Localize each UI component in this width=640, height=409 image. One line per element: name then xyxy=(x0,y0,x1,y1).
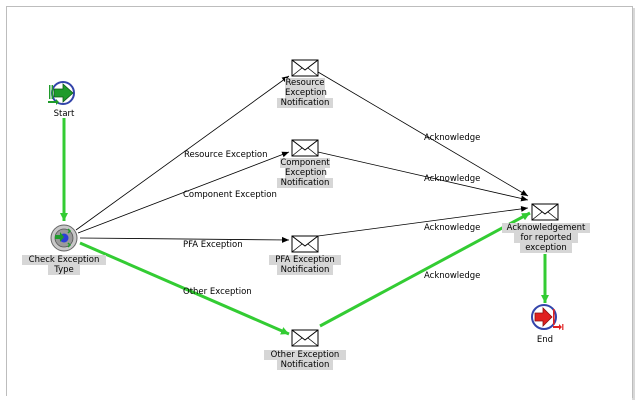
diagram-frame xyxy=(6,6,633,398)
pfa-label-2: Notification xyxy=(277,265,333,275)
ack-label-1: Acknowledgement xyxy=(502,223,590,233)
end-arrow-icon xyxy=(531,304,564,330)
component-label-1: Component xyxy=(280,158,330,168)
pfa-label-1: PFA Exception xyxy=(269,255,341,265)
start-node[interactable]: Start xyxy=(44,80,84,120)
resource-label-2: Exception xyxy=(285,88,327,98)
edge-label-other-exception: Other Exception xyxy=(183,287,252,297)
edge-check-to-resource[interactable] xyxy=(75,75,290,231)
bottom-margin xyxy=(6,396,632,405)
edge-label-acknowledge-1: Acknowledge xyxy=(424,133,481,143)
start-label: Start xyxy=(53,109,75,119)
check-exception-type-node[interactable]: Check Exception Type xyxy=(22,222,106,276)
envelope-icon xyxy=(531,203,559,221)
pfa-exception-notification-node[interactable]: PFA Exception Notification xyxy=(266,234,344,276)
envelope-icon xyxy=(291,59,319,77)
edge-check-to-pfa[interactable] xyxy=(79,236,290,243)
start-arrow-icon xyxy=(48,81,75,105)
edge-label-resource-exception: Resource Exception xyxy=(184,150,268,160)
check-exception-type-label-1: Check Exception xyxy=(22,255,106,265)
other-label-2: Notification xyxy=(277,360,333,370)
check-exception-type-label-2: Type xyxy=(48,265,80,275)
acknowledgement-node[interactable]: Acknowledgement for reported exception xyxy=(500,202,592,256)
edge-pfa-to-ack[interactable] xyxy=(317,205,529,237)
other-exception-notification-node[interactable]: Other Exception Notification xyxy=(262,328,348,372)
edge-label-component-exception: Component Exception xyxy=(183,190,277,200)
other-label-1: Other Exception xyxy=(264,350,346,360)
ack-label-2: for reported xyxy=(514,233,578,243)
edge-component-to-ack[interactable] xyxy=(317,151,529,202)
edge-label-acknowledge-2: Acknowledge xyxy=(424,174,481,184)
edge-other-to-ack[interactable] xyxy=(319,211,531,328)
envelope-icon xyxy=(291,329,319,347)
edge-check-to-component[interactable] xyxy=(77,151,290,234)
envelope-icon xyxy=(291,235,319,253)
edge-resource-to-ack[interactable] xyxy=(317,71,529,197)
edge-label-acknowledge-4: Acknowledge xyxy=(424,271,481,281)
edge-label-pfa-exception: PFA Exception xyxy=(183,240,243,250)
edge-check-to-other[interactable] xyxy=(79,241,290,336)
component-label-3: Notification xyxy=(277,178,333,188)
envelope-icon xyxy=(291,139,319,157)
function-gear-icon xyxy=(50,224,78,252)
resource-label-1: Resource xyxy=(285,78,325,88)
edge-label-acknowledge-3: Acknowledge xyxy=(424,223,481,233)
end-node[interactable]: End xyxy=(524,302,566,346)
component-label-2: Exception xyxy=(285,168,327,178)
component-exception-notification-node[interactable]: Component Exception Notification xyxy=(270,138,340,190)
ack-label-3: exception xyxy=(520,243,572,253)
resource-exception-notification-node[interactable]: Resource Exception Notification xyxy=(270,58,340,110)
resource-label-3: Notification xyxy=(277,98,333,108)
end-label: End xyxy=(536,335,554,345)
